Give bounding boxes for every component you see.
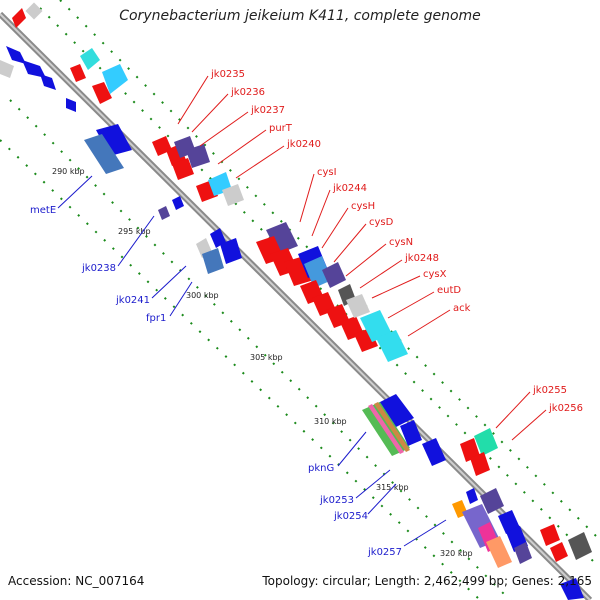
tick-label: 300 kbp	[186, 291, 219, 300]
reverse-gene-labels	[57, 175, 447, 547]
gene-label-cysI: cysI	[317, 167, 337, 178]
gene-cluster-upper-left	[0, 2, 132, 174]
gene-cluster-cys	[256, 222, 408, 362]
gene-cluster-lower	[362, 394, 592, 600]
gene-label-jk0253: jk0253	[319, 495, 354, 506]
gene-label-jk0256: jk0256	[548, 403, 583, 414]
reverse-gene-label-texts: metE jk0238 jk0241 fpr1 pknG jk0253 jk02…	[30, 205, 402, 558]
tick-label: 290 kbp	[52, 167, 85, 176]
gene-label-jk0238: jk0238	[81, 263, 116, 274]
gene-label-jk0254: jk0254	[333, 511, 368, 522]
gene-label-cysD: cysD	[369, 217, 394, 228]
tick-label: 320 kbp	[440, 549, 473, 558]
genome-info-text: Topology: circular; Length: 2,462,499 bp…	[262, 574, 592, 588]
gene-label-purT: purT	[269, 123, 293, 134]
accession-text: Accession: NC_007164	[8, 574, 145, 588]
gene-label-pknG: pknG	[308, 463, 334, 474]
gene-label-cysH: cysH	[351, 201, 375, 212]
gene-cluster-center	[152, 136, 244, 274]
gene-label-cysX: cysX	[423, 269, 447, 280]
gene-label-jk0255: jk0255	[532, 385, 567, 396]
gene-label-jk0257: jk0257	[367, 547, 402, 558]
gene-label-jk0235: jk0235	[210, 69, 245, 80]
map-title: Corynebacterium jeikeium K411, complete …	[119, 8, 481, 24]
gene-label-jk0236: jk0236	[230, 87, 265, 98]
tick-label: 310 kbp	[314, 417, 347, 426]
tick-label: 295 kbp	[118, 227, 151, 236]
forward-gene-label-texts: jk0235 jk0236 jk0237 purT jk0240 cysI jk…	[210, 69, 583, 414]
gene-label-fpr1: fpr1	[146, 313, 166, 324]
tick-label: 305 kbp	[250, 353, 283, 362]
gene-label-jk0240: jk0240	[286, 139, 321, 150]
gene-label-metE: metE	[30, 205, 56, 216]
forward-gene-labels	[177, 75, 547, 441]
gene-label-jk0241: jk0241	[115, 295, 150, 306]
gene-label-jk0248: jk0248	[404, 253, 439, 264]
gene-label-ack: ack	[453, 303, 471, 314]
gene-label-jk0237: jk0237	[250, 105, 285, 116]
gene-label-eutD: eutD	[437, 285, 461, 296]
gene-label-cysN: cysN	[389, 237, 413, 248]
gene-label-jk0244: jk0244	[332, 183, 367, 194]
